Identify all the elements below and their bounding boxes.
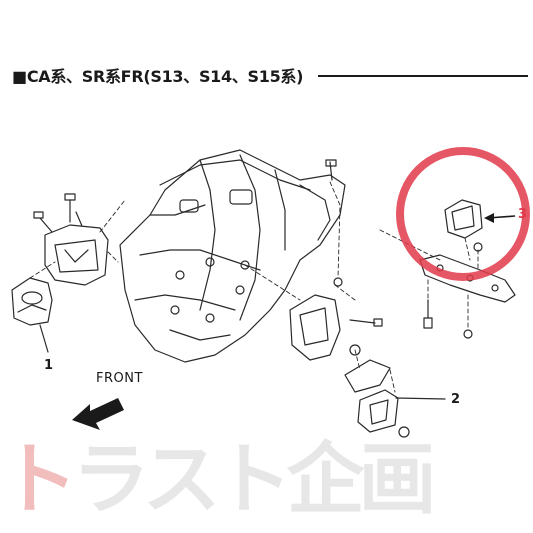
front-label: FRONT	[96, 371, 143, 386]
callout-3: 3	[518, 207, 528, 222]
assembly-guide-lines	[29, 181, 479, 393]
callout-2-leader	[395, 397, 446, 400]
left-mount-bracket	[33, 193, 109, 286]
center-insulator	[325, 159, 410, 438]
left-insulator	[11, 277, 53, 326]
callout-1-leader	[39, 324, 49, 353]
callout-2: 2	[451, 392, 461, 407]
callout-1: 1	[44, 358, 54, 373]
front-arrow-icon	[72, 398, 124, 430]
center-mount-bracket	[289, 277, 383, 361]
engine-block	[119, 149, 346, 363]
callout-3-arrow	[484, 213, 516, 223]
highlight-ring	[396, 147, 530, 281]
heading-rule	[318, 75, 528, 77]
diagram-heading: ■CA系、SR系FR(S13、S14、S15系)	[12, 67, 304, 86]
